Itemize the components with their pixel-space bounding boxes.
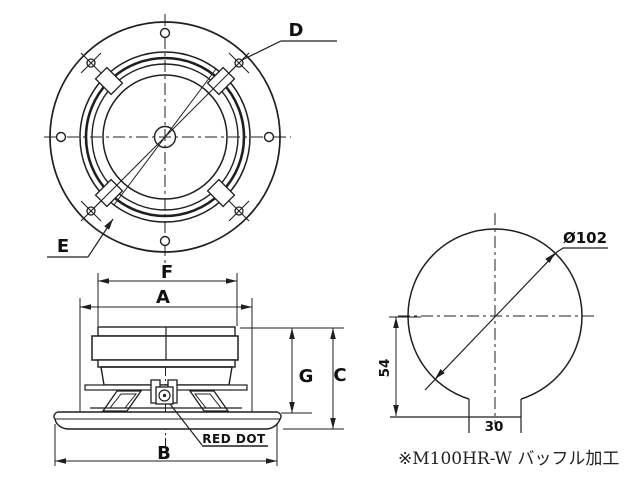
diameter-callout [424, 247, 608, 391]
terminal-block [150, 379, 178, 405]
cone-circle [102, 74, 228, 200]
red-dot-screw [162, 393, 167, 398]
frame-body [100, 366, 233, 386]
notch-width-label: 30 [485, 419, 504, 435]
notch-outline [390, 399, 522, 433]
cone-edge-ring [91, 63, 239, 211]
label-d: D [289, 20, 304, 41]
frame-legs [101, 390, 230, 412]
label-e: E [57, 236, 69, 257]
cone-diagonal-lines [90, 62, 240, 212]
gasket-outer-ring [79, 51, 251, 223]
label-c: C [333, 365, 346, 386]
offset-label: 54 [377, 359, 393, 378]
screw-marks [80, 52, 250, 222]
baffle-note: ※M100HR-W バッフル加工 [398, 449, 619, 469]
label-e-leader [47, 218, 114, 258]
magnet-assembly [91, 326, 239, 368]
cutout-centerlines [398, 213, 597, 424]
mounting-holes [55, 27, 275, 247]
mounting-flange [53, 411, 282, 430]
cutout-view: Ø102 54 30 [377, 213, 608, 435]
label-a: A [156, 287, 170, 308]
surround-ring [84, 56, 246, 218]
side-view: RED DOT F A B G C [53, 262, 347, 466]
red-dot-callout [169, 403, 268, 447]
center-hole [153, 125, 177, 149]
flange-outer-circle [49, 21, 281, 253]
front-view: D E [44, 14, 337, 263]
offset-dimension [389, 316, 421, 416]
red-dot-label: RED DOT [202, 432, 266, 446]
label-g: G [299, 366, 314, 387]
label-b: B [157, 443, 171, 464]
side-dimension-lines [54, 273, 344, 466]
diameter-label: Ø102 [563, 229, 607, 247]
label-d-leader [241, 40, 337, 61]
label-f: F [161, 262, 173, 283]
